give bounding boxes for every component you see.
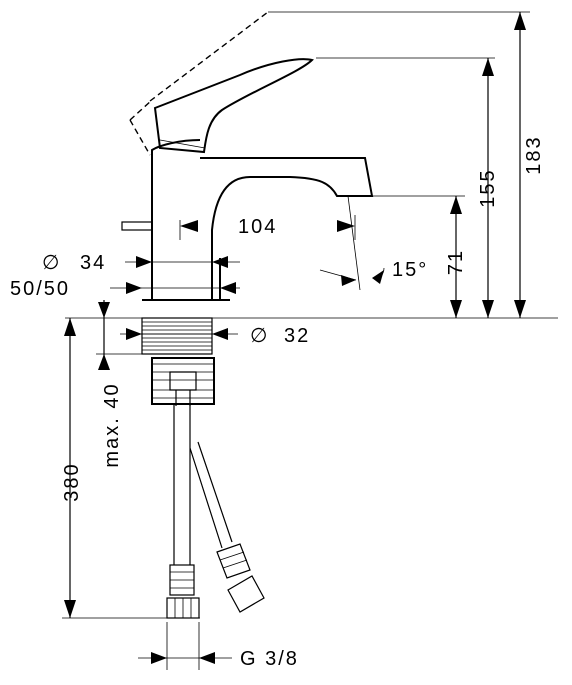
label-104: 104 <box>238 216 277 238</box>
label-50-50: 50/50 <box>10 278 70 300</box>
lever-handle <box>153 58 314 154</box>
dimension-183 <box>514 12 526 318</box>
dimension-max-40 <box>96 300 160 370</box>
label-max-40: max. 40 <box>101 382 123 467</box>
label-15-degrees: 15° <box>392 259 428 281</box>
label-dia-34: 34 <box>80 252 106 274</box>
supply-hoses <box>166 404 265 619</box>
threaded-shank <box>141 317 213 355</box>
label-dia-32: 32 <box>284 325 310 347</box>
dimension-g38 <box>138 622 232 670</box>
dimension-dia-32 <box>120 328 238 340</box>
dimension-380 <box>62 318 200 619</box>
label-380: 380 <box>61 462 83 501</box>
label-183: 183 <box>523 135 545 174</box>
dimension-155 <box>482 58 494 318</box>
reference-lines <box>65 11 558 319</box>
angle-15 <box>341 267 385 286</box>
lever-raised-outline <box>129 11 269 156</box>
diameter-symbol-32: ∅ <box>250 325 269 347</box>
mounting-nut <box>151 357 215 406</box>
label-71: 71 <box>445 249 467 275</box>
popup-rod <box>121 221 153 231</box>
dimension-dia-34 <box>125 256 240 268</box>
label-155: 155 <box>477 168 499 207</box>
label-g-3-8: G 3/8 <box>240 648 299 670</box>
dimension-104 <box>179 215 356 240</box>
dimension-71 <box>450 196 462 318</box>
dimension-50-50 <box>110 282 240 294</box>
diameter-symbol-34: ∅ <box>42 252 61 274</box>
